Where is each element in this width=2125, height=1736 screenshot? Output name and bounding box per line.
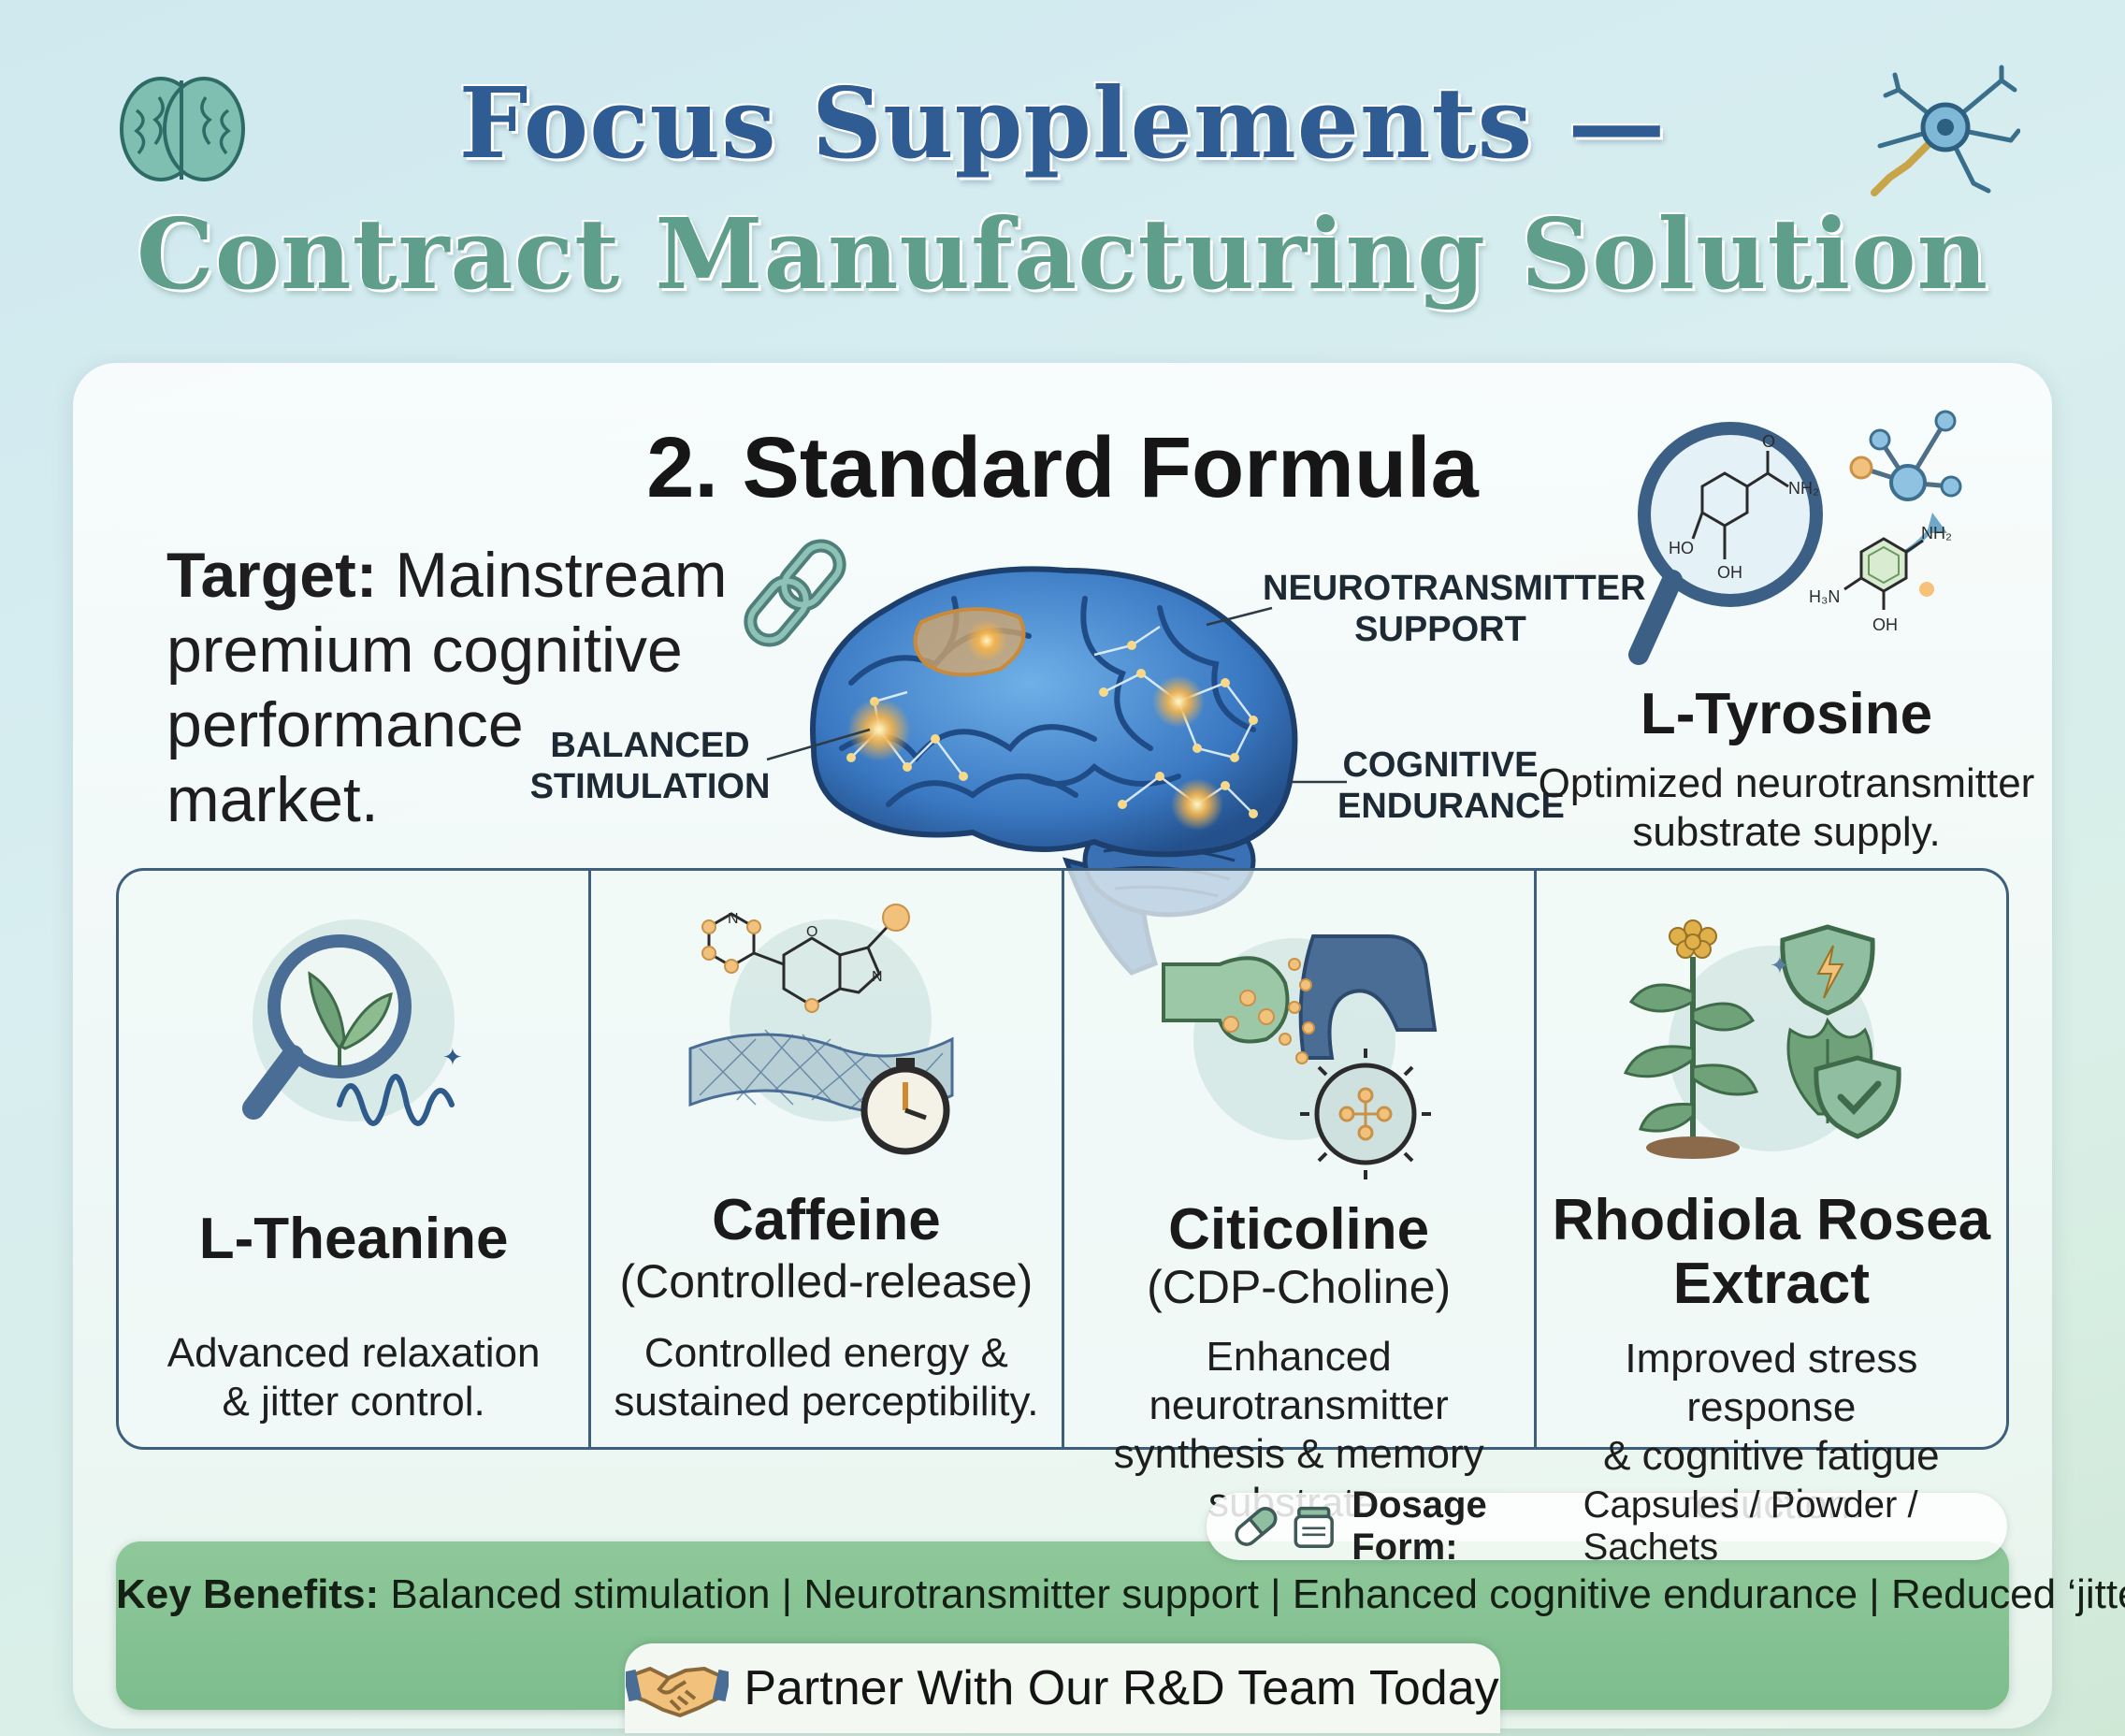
ingredient-name: Citicoline bbox=[1168, 1197, 1430, 1262]
tyrosine-molecule-icon: O NH₂ HO OH NH₂ H₃N OH bbox=[1628, 410, 1962, 665]
ingredient-description: Controlled energy & sustained perceptibi… bbox=[614, 1330, 1039, 1425]
ingredient-description: Advanced relaxation & jitter control. bbox=[166, 1330, 541, 1425]
tyro-label-oh: OH bbox=[1717, 563, 1742, 582]
label-cognitive-endurance: COGNITIVE ENDURANCE bbox=[1337, 745, 1565, 826]
tyrosine-name: L-Tyrosine bbox=[1640, 682, 1933, 746]
tyro-label-nh2: NH₂ bbox=[1788, 479, 1819, 498]
dosage-label: Dosage Form: bbox=[1352, 1484, 1487, 1568]
chain-link-icon bbox=[744, 539, 846, 647]
dosage-form-badge: Dosage Form: Capsules / Powder / Sachets bbox=[1207, 1484, 2007, 1568]
svg-text:O: O bbox=[806, 924, 817, 940]
section-title: 2. Standard Formula bbox=[646, 420, 1479, 515]
brain-icon bbox=[120, 77, 245, 181]
svg-text:N: N bbox=[872, 969, 883, 985]
label-balanced-stimulation: BALANCED STIMULATION bbox=[529, 726, 771, 806]
target-label: Target: bbox=[166, 540, 378, 611]
tyrosine-description: Optimized neurotransmitter substrate sup… bbox=[1538, 760, 2035, 855]
tyro-label-o: O bbox=[1762, 432, 1775, 451]
ingredient-card-l-theanine: ✦ L-Theanine Advanced relaxation & jitte… bbox=[119, 871, 592, 1447]
ingredient-card-rhodiola: ✦ Rhodiola Rosea Extract Improved stress… bbox=[1537, 871, 2006, 1527]
capsule-icon bbox=[1235, 1507, 1278, 1546]
svg-text:N: N bbox=[728, 911, 739, 927]
tyro-label-ho: HO bbox=[1669, 539, 1694, 557]
ingredient-subtitle: (CDP-Choline) bbox=[1147, 1261, 1452, 1313]
ingredient-card-caffeine: N O N Caffeine (Controlled-release) Cont… bbox=[591, 871, 1064, 1447]
svg-text:✦: ✦ bbox=[1770, 952, 1790, 980]
tyro-label-h2n: H₃N bbox=[1809, 587, 1840, 606]
ingredient-name: Rhodiola Rosea Extract bbox=[1552, 1188, 1991, 1316]
dosage-value: Capsules / Powder / Sachets bbox=[1583, 1484, 1918, 1568]
molecule-timer-icon: N O N bbox=[688, 904, 954, 1155]
tyro-label-oh2: OH bbox=[1872, 615, 1898, 634]
label-neurotransmitter-support: NEUROTRANSMITTER SUPPORT bbox=[1263, 569, 1646, 649]
svg-text:✦: ✦ bbox=[442, 1044, 463, 1072]
ingredient-name: L-Theanine bbox=[198, 1207, 509, 1271]
target-description: Target: Mainstream premium cognitive per… bbox=[166, 538, 746, 837]
ingredient-cards: ✦ L-Theanine Advanced relaxation & jitte… bbox=[116, 868, 2009, 1527]
herb-shield-icon: ✦ bbox=[1623, 919, 1901, 1159]
neuron-icon bbox=[1871, 65, 2020, 196]
ingredient-card-citicoline: Citicoline (CDP-Choline) Enhanced neurot… bbox=[1064, 871, 1537, 1526]
page-title-line1: Focus Supplements — bbox=[458, 65, 1667, 181]
ingredient-name: Caffeine bbox=[712, 1188, 941, 1252]
ingredient-subtitle: (Controlled-release) bbox=[619, 1255, 1034, 1308]
jar-icon bbox=[1294, 1506, 1334, 1548]
handshake-icon bbox=[626, 1667, 730, 1717]
partner-cta-label: Partner With Our R&D Team Today bbox=[744, 1661, 1499, 1715]
brain-leader-lines bbox=[766, 606, 1347, 784]
key-benefits-label: Key Benefits: bbox=[116, 1571, 380, 1617]
target-text: Mainstream premium cognitive performance… bbox=[166, 540, 728, 835]
page-title-line2: Contract Manufacturing Solution bbox=[136, 196, 1989, 311]
synapse-icon bbox=[1161, 934, 1437, 1179]
partner-cta-button[interactable]: Partner With Our R&D Team Today bbox=[625, 1643, 1500, 1733]
key-benefits-text: Key Benefits: Balanced stimulation | Neu… bbox=[116, 1571, 2125, 1617]
tyro-label-nh2b: NH₂ bbox=[1921, 524, 1952, 542]
leaf-magnifier-icon: ✦ bbox=[242, 919, 463, 1126]
